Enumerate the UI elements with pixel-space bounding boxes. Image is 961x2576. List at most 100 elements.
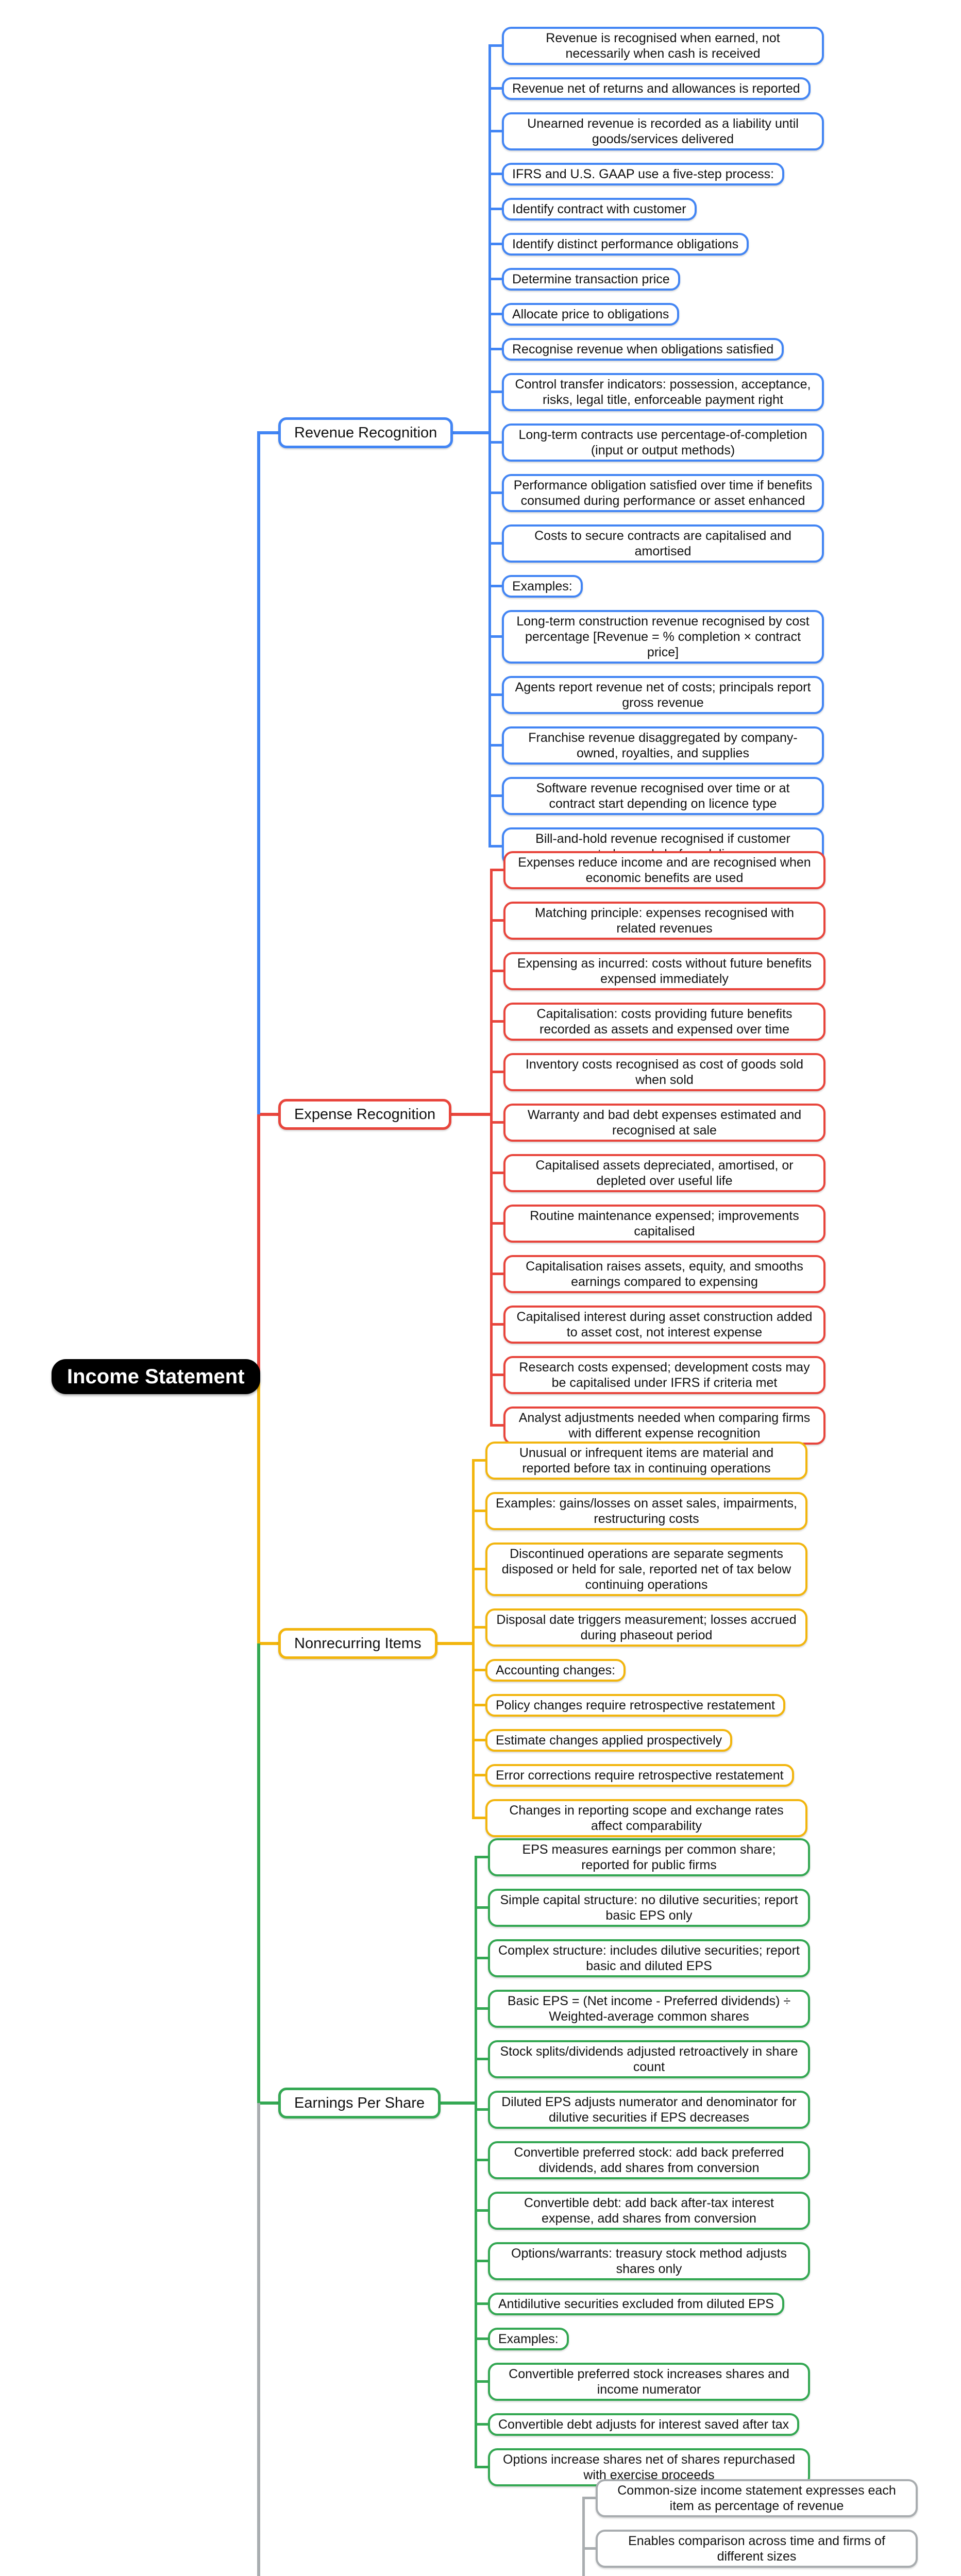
leaf-connector: Common-size income statement expresses e… xyxy=(582,2473,918,2523)
leaf-connector: Warranty and bad debt expenses estimated… xyxy=(490,1097,825,1148)
leaf-connector: Identify distinct performance obligation… xyxy=(488,227,824,262)
leaf-connector: Long-term contracts use percentage-of-co… xyxy=(488,417,824,468)
leaf-connector: Expenses reduce income and are recognise… xyxy=(490,845,825,895)
leaf-connector: Unusual or infrequent items are material… xyxy=(472,1435,807,1486)
leaf-node: Identify distinct performance obligation… xyxy=(502,233,749,256)
leaf-connector: Policy changes require retrospective res… xyxy=(472,1688,807,1723)
leaf-node: Antidilutive securities excluded from di… xyxy=(488,2293,784,2315)
leaf-node: Identify contract with customer xyxy=(502,198,697,221)
leaf-node: Enables comparison across time and firms… xyxy=(596,2530,918,2568)
branch-node: Nonrecurring Items xyxy=(278,1628,437,1659)
leaf-node: Allocate price to obligations xyxy=(502,303,680,326)
leaf-connector: Performance obligation satisfied over ti… xyxy=(488,468,824,518)
spine-segment xyxy=(257,1643,260,2103)
leaf-connector: Allocate price to obligations xyxy=(488,297,824,332)
leaf-node: Discontinued operations are separate seg… xyxy=(485,1543,807,1596)
leaf-connector: Franchise revenue disaggregated by compa… xyxy=(488,720,824,771)
spine-segment xyxy=(257,1114,260,1378)
leaf-node: Policy changes require retrospective res… xyxy=(485,1694,785,1717)
leaf-connector: Complex structure: includes dilutive sec… xyxy=(475,1933,810,1984)
leaf-connector: Revenue net of returns and allowances is… xyxy=(488,71,824,106)
leaf-connector: Control transfer indicators: possession,… xyxy=(488,367,824,417)
leaf-connector: Accounting changes: xyxy=(472,1653,807,1688)
leaf-node: Routine maintenance expensed; improvemen… xyxy=(503,1205,825,1243)
leaf-node: Simple capital structure: no dilutive se… xyxy=(488,1889,810,1927)
leaf-connector: Identify contract with customer xyxy=(488,192,824,227)
leaf-connector: Software revenue recognised over time or… xyxy=(488,771,824,821)
leaf-connector: Examples: xyxy=(475,2321,810,2357)
leaf-connector: Convertible preferred stock increases sh… xyxy=(475,2357,810,2407)
leaf-node: Unearned revenue is recorded as a liabil… xyxy=(502,112,824,150)
leaf-node: Warranty and bad debt expenses estimated… xyxy=(503,1104,825,1142)
leaf-node: Options/warrants: treasury stock method … xyxy=(488,2242,810,2280)
leaf-node: Performance obligation satisfied over ti… xyxy=(502,474,824,512)
leaf-connector: Inventory costs recognised as cost of go… xyxy=(490,1047,825,1097)
root-node-income-statement: Income Statement xyxy=(52,1359,260,1394)
leaf-node: Disposal date triggers measurement; loss… xyxy=(485,1608,807,1647)
leaf-connector: Costs to secure contracts are capitalise… xyxy=(488,518,824,569)
leaf-connector: Examples: xyxy=(488,569,824,604)
leaf-connector: Disposal date triggers measurement; loss… xyxy=(472,1602,807,1653)
leaf-node: Agents report revenue net of costs; prin… xyxy=(502,676,824,714)
leaf-connector: EPS measures earnings per common share; … xyxy=(475,1832,810,1883)
leaf-connector: Estimate changes applied prospectively xyxy=(472,1723,807,1758)
leaf-node: Unusual or infrequent items are material… xyxy=(485,1442,807,1480)
leaf-connector: Research costs expensed; development cos… xyxy=(490,1350,825,1400)
leaf-connector: Simple capital structure: no dilutive se… xyxy=(475,1883,810,1933)
leaf-node: EPS measures earnings per common share; … xyxy=(488,1838,810,1876)
leaf-node: Common-size income statement expresses e… xyxy=(596,2479,918,2517)
leaf-connector: Diluted EPS adjusts numerator and denomi… xyxy=(475,2084,810,2135)
leaf-node: Stock splits/dividends adjusted retroact… xyxy=(488,2040,810,2078)
leaf-node: Examples: gains/losses on asset sales, i… xyxy=(485,1492,807,1530)
spine-segment xyxy=(257,431,260,1114)
leaf-connector: Convertible debt adjusts for interest sa… xyxy=(475,2407,810,2442)
leaf-node: Capitalised interest during asset constr… xyxy=(503,1306,825,1344)
leaf-connector: Determine transaction price xyxy=(488,262,824,297)
leaf-node: Capitalisation: costs providing future b… xyxy=(503,1003,825,1041)
leaf-connector: Capitalisation raises assets, equity, an… xyxy=(490,1249,825,1299)
leaf-connector: Matching principle: expenses recognised … xyxy=(490,895,825,946)
leaf-node: Basic EPS = (Net income - Preferred divi… xyxy=(488,1990,810,2028)
leaf-node: Changes in reporting scope and exchange … xyxy=(485,1799,807,1837)
leaf-node: Franchise revenue disaggregated by compa… xyxy=(502,726,824,765)
leaf-node: IFRS and U.S. GAAP use a five-step proce… xyxy=(502,163,785,185)
leaf-node: Research costs expensed; development cos… xyxy=(503,1356,825,1394)
leaf-stack: Common-size income statement expresses e… xyxy=(582,2473,918,2576)
leaf-connector: Changes in reporting scope and exchange … xyxy=(472,1793,807,1843)
spine-segment xyxy=(257,2103,260,2576)
leaf-connector: Options/warrants: treasury stock method … xyxy=(475,2236,810,2286)
leaf-node: Control transfer indicators: possession,… xyxy=(502,373,824,411)
leaf-connector: Revenue is recognised when earned, not n… xyxy=(488,21,824,71)
leaf-stack: Unusual or infrequent items are material… xyxy=(472,1435,807,1843)
leaf-node: Convertible preferred stock increases sh… xyxy=(488,2363,810,2401)
leaf-connector: Recognise revenue when obligations satis… xyxy=(488,332,824,367)
leaf-node: Costs to secure contracts are capitalise… xyxy=(502,524,824,563)
leaf-node: Revenue net of returns and allowances is… xyxy=(502,77,811,100)
leaf-connector: Stock splits/dividends adjusted retroact… xyxy=(475,2034,810,2084)
leaf-node: Recognise revenue when obligations satis… xyxy=(502,338,784,361)
leaf-node: Determine transaction price xyxy=(502,268,680,291)
leaf-connector: Antidilutive securities excluded from di… xyxy=(475,2286,810,2321)
leaf-connector: IFRS and U.S. GAAP use a five-step proce… xyxy=(488,157,824,192)
leaf-connector: Routine maintenance expensed; improvemen… xyxy=(490,1198,825,1249)
leaf-stack: Revenue is recognised when earned, not n… xyxy=(488,21,824,872)
leaf-connector: Unearned revenue is recorded as a liabil… xyxy=(488,106,824,157)
leaf-node: Examples: xyxy=(488,2328,569,2350)
leaf-node: Expensing as incurred: costs without fut… xyxy=(503,952,825,990)
leaf-connector: Long-term construction revenue recognise… xyxy=(488,604,824,670)
leaf-node: Matching principle: expenses recognised … xyxy=(503,902,825,940)
leaf-connector: Gross profit margin = Gross profit ÷ Rev… xyxy=(582,2574,918,2576)
leaf-node: Convertible preferred stock: add back pr… xyxy=(488,2141,810,2179)
leaf-node: Convertible debt: add back after-tax int… xyxy=(488,2192,810,2230)
leaf-node: Examples: xyxy=(502,575,583,598)
leaf-node: Expenses reduce income and are recognise… xyxy=(503,851,825,889)
branch-node: Revenue Recognition xyxy=(278,417,453,448)
leaf-node: Inventory costs recognised as cost of go… xyxy=(503,1053,825,1091)
leaf-node: Software revenue recognised over time or… xyxy=(502,777,824,815)
leaf-connector: Enables comparison across time and firms… xyxy=(582,2523,918,2574)
leaf-node: Long-term construction revenue recognise… xyxy=(502,610,824,664)
leaf-node: Long-term contracts use percentage-of-co… xyxy=(502,423,824,462)
branch-node: Expense Recognition xyxy=(278,1099,452,1130)
leaf-connector: Capitalisation: costs providing future b… xyxy=(490,996,825,1047)
